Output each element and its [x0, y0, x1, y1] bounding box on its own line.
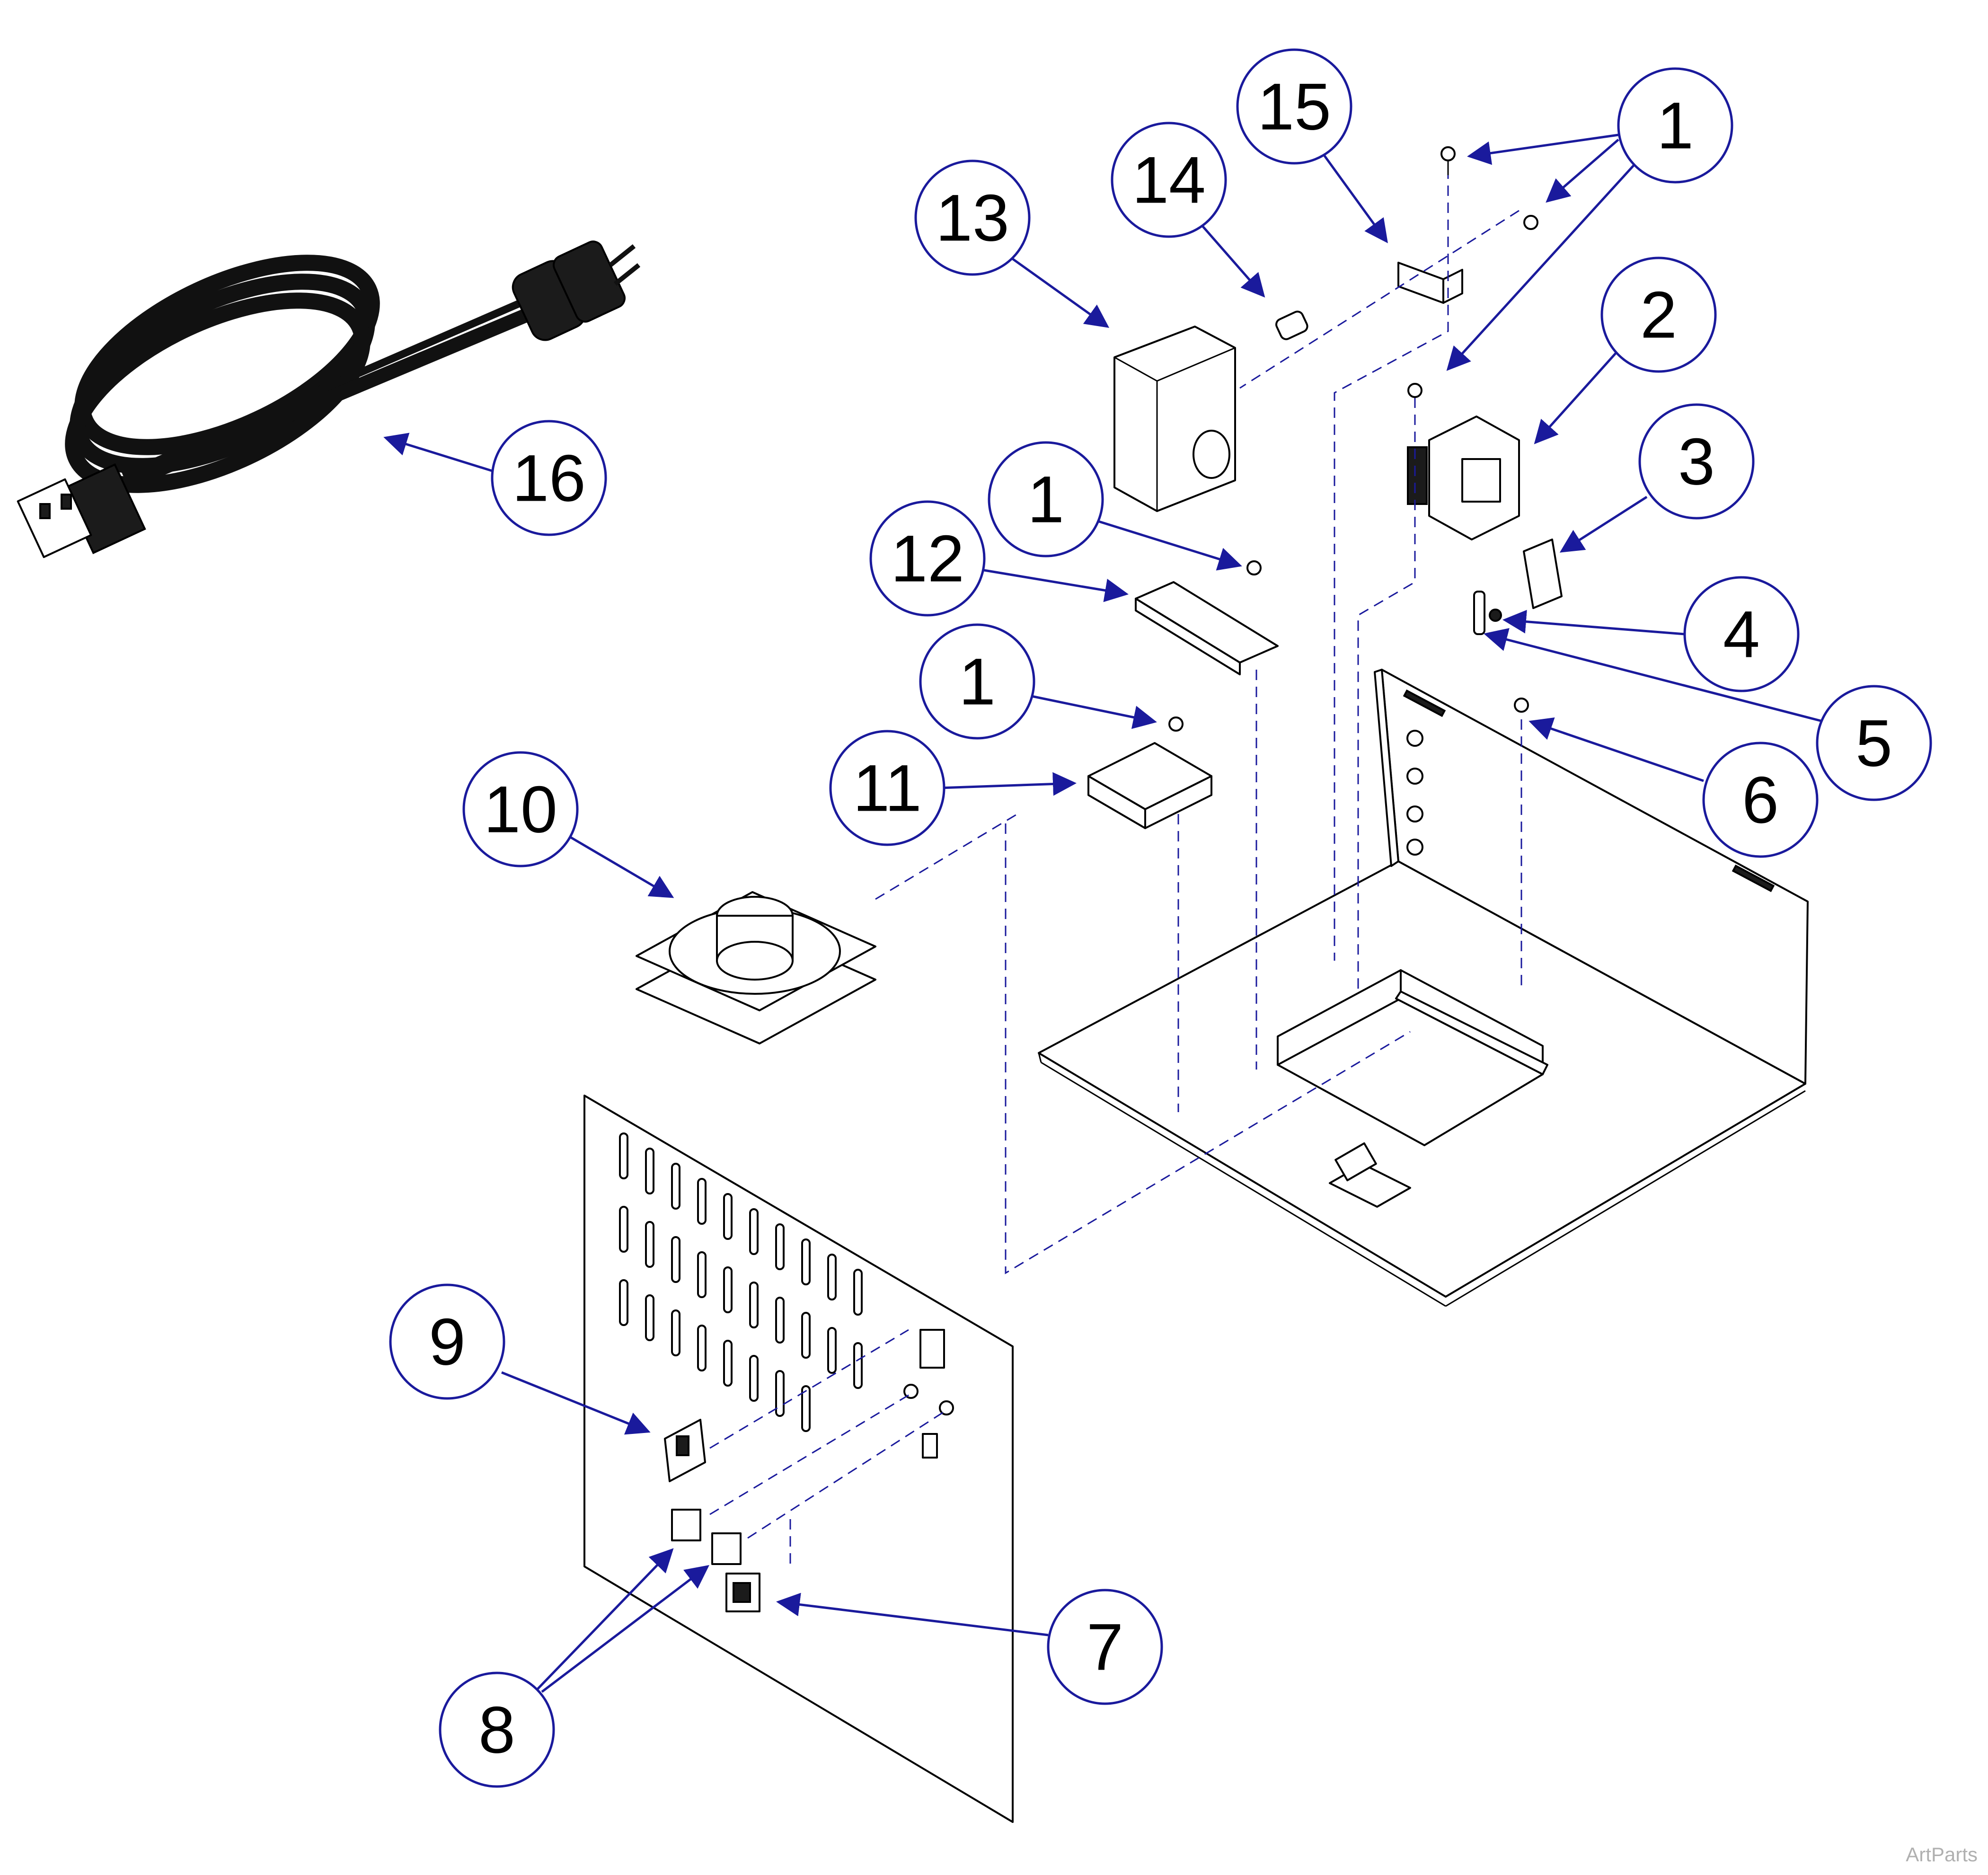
front-panel [583, 1095, 1014, 1823]
cooling-fan [636, 891, 876, 1044]
vent-slot [619, 1206, 628, 1253]
callout-13-label: 13 [936, 181, 1009, 255]
vent-slot [827, 1327, 837, 1374]
callout-8-label: 8 [478, 1693, 515, 1767]
control-box [1113, 326, 1236, 512]
elbow-fitting [1275, 310, 1308, 340]
vent-slot [749, 1355, 759, 1402]
transformer [1407, 416, 1520, 540]
power-cord [17, 240, 641, 558]
vent-slot [775, 1223, 785, 1270]
callout-1-middle-label: 1 [1027, 462, 1064, 537]
callout-1-top-label: 1 [1657, 88, 1694, 163]
callout-2: 2 [1600, 256, 1717, 373]
vent-slot [723, 1193, 733, 1240]
vent-slot [853, 1269, 863, 1316]
vent-slot [697, 1251, 707, 1298]
vent-slot [749, 1282, 759, 1328]
callout-12: 12 [869, 500, 986, 617]
fuse-holder [1473, 539, 1563, 635]
vent-slot [723, 1266, 733, 1313]
callout-6: 6 [1702, 742, 1819, 858]
vent-slot [827, 1254, 837, 1300]
callout-1-middle: 1 [988, 441, 1104, 557]
callout-7: 7 [1047, 1589, 1163, 1705]
leader-lines [383, 133, 1825, 1693]
callout-5: 5 [1816, 685, 1932, 801]
base-chassis [1038, 669, 1809, 1307]
artparts-watermark: ArtParts [1906, 1843, 1978, 1866]
screws [1168, 146, 1538, 732]
callout-9-label: 9 [429, 1305, 466, 1379]
callout-6-label: 6 [1742, 763, 1779, 837]
callout-16: 16 [491, 420, 607, 536]
assembly-lines [709, 151, 1522, 1566]
vent-slot [671, 1309, 680, 1356]
callout-1-top: 1 [1617, 67, 1733, 184]
vent-slot [645, 1294, 654, 1341]
vent-slot [619, 1132, 628, 1179]
callout-10: 10 [462, 751, 579, 867]
vent-slot [671, 1236, 680, 1283]
relay-module [1087, 742, 1212, 829]
callout-15: 15 [1236, 48, 1352, 165]
callout-3: 3 [1638, 403, 1755, 520]
callout-12-label: 12 [891, 522, 964, 596]
callout-1-lower: 1 [919, 623, 1035, 740]
vent-slot [801, 1312, 811, 1359]
vent-slot [853, 1342, 863, 1389]
terminal-strip [1135, 581, 1279, 675]
callout-11: 11 [829, 730, 945, 846]
vent-slot [671, 1163, 680, 1210]
callout-16-label: 16 [512, 441, 586, 515]
callout-5-label: 5 [1855, 706, 1892, 780]
vent-slot [697, 1325, 707, 1371]
callout-8: 8 [439, 1672, 555, 1788]
vent-slot [697, 1178, 707, 1225]
vent-slot [775, 1297, 785, 1344]
callout-9: 9 [389, 1283, 505, 1400]
callout-14-label: 14 [1132, 143, 1206, 217]
callout-10-label: 10 [484, 772, 557, 847]
vent-slot [619, 1279, 628, 1326]
callout-7-label: 7 [1087, 1610, 1123, 1684]
callout-4: 4 [1683, 576, 1800, 692]
callout-11-label: 11 [853, 751, 921, 825]
vent-slots [619, 1132, 863, 1432]
circuit-breakers [671, 1509, 742, 1565]
callout-15-label: 15 [1257, 70, 1331, 144]
vent-slot [749, 1208, 759, 1255]
callout-13: 13 [914, 159, 1031, 276]
callout-4-label: 4 [1723, 597, 1760, 672]
callout-2-label: 2 [1640, 278, 1677, 352]
power-inlet [725, 1573, 760, 1612]
rocker-switch [664, 1419, 706, 1482]
callout-14: 14 [1111, 122, 1227, 238]
vent-slot [645, 1148, 654, 1194]
vent-slot [723, 1340, 733, 1387]
vent-slot [801, 1238, 811, 1285]
vent-slot [775, 1370, 785, 1417]
callout-3-label: 3 [1678, 425, 1715, 499]
vent-slot [801, 1385, 811, 1432]
callout-1-lower-label: 1 [959, 645, 996, 719]
mount-bracket [1397, 262, 1463, 304]
vent-slot [645, 1221, 654, 1268]
